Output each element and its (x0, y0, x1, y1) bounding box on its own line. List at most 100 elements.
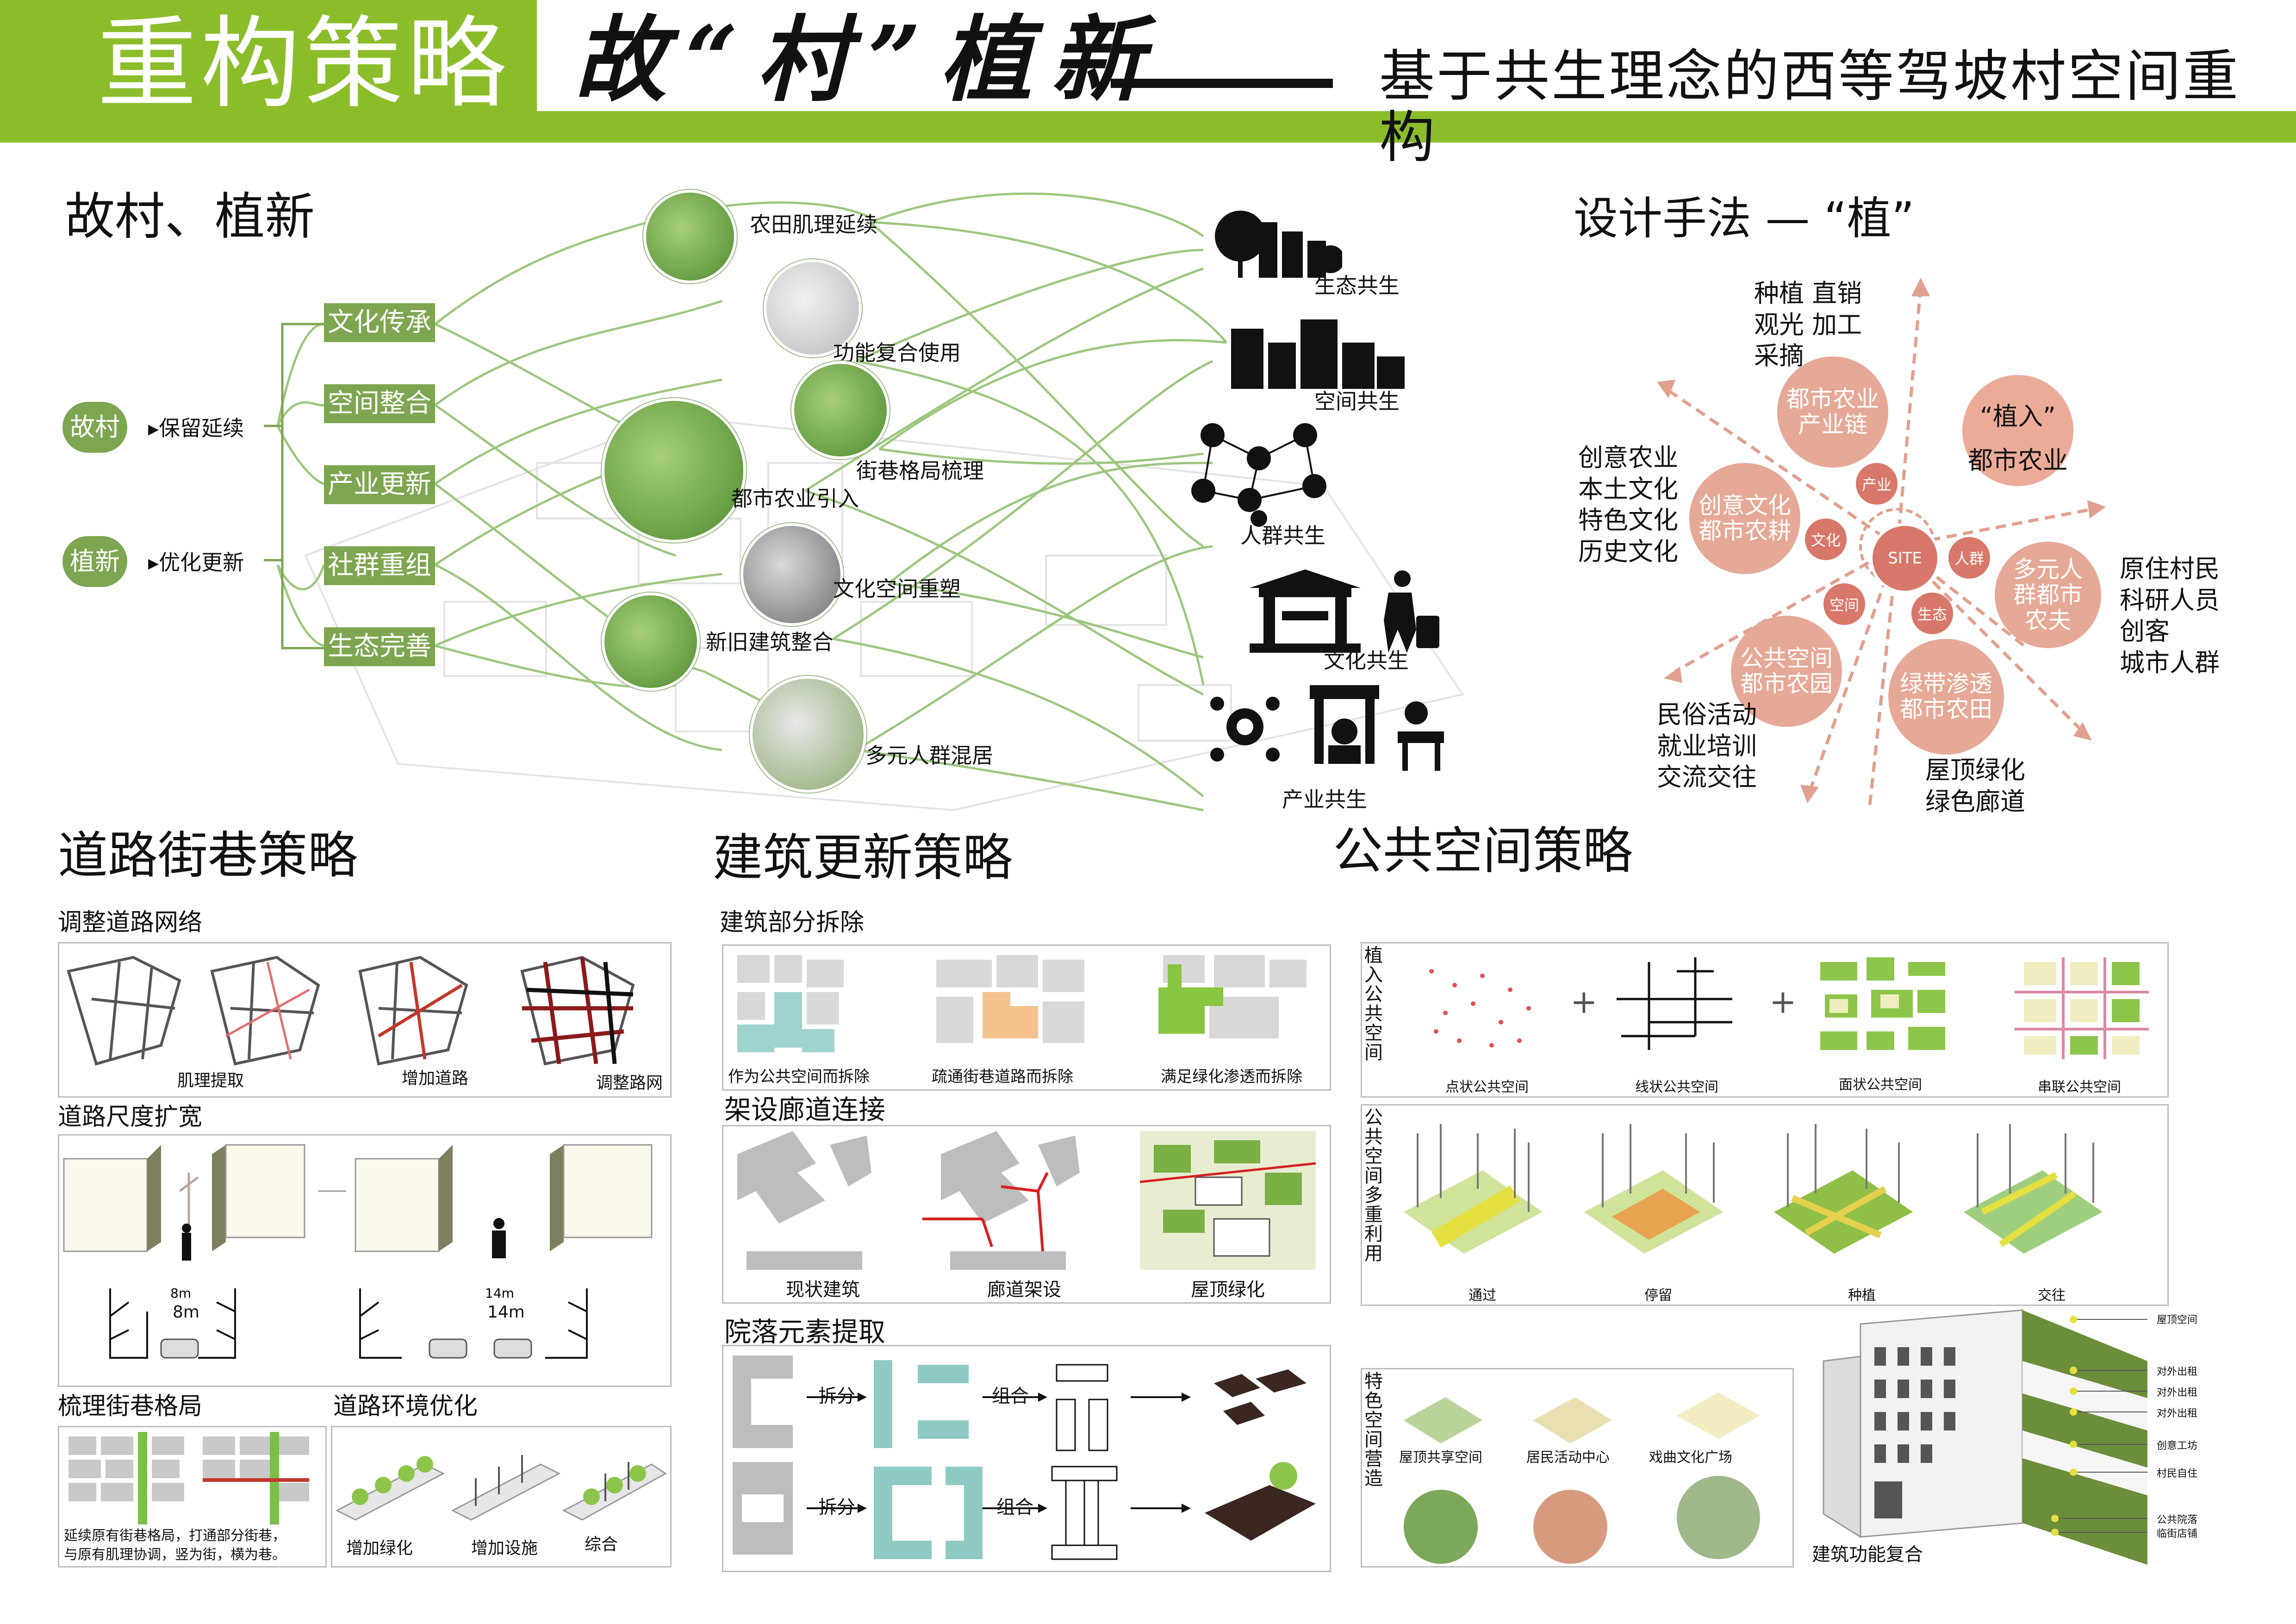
corridor-panel: 现状建筑 廊道架设 屋顶绿化 (722, 1125, 1331, 1304)
caption-point: 点状公共空间 (1445, 1079, 1529, 1095)
label-retain: ▸保留延续 (148, 416, 244, 441)
building-caption: 建筑功能复合 (1812, 1544, 1923, 1565)
caption-existing: 现状建筑 (786, 1279, 860, 1300)
inner-culture: 文化 (1805, 518, 1847, 560)
caption-stay: 停留 (1644, 1287, 1672, 1304)
label-mixed-use: 功能复合使用 (833, 340, 961, 365)
space-icon (1231, 319, 1405, 389)
label-culture-space: 文化空间重塑 (833, 576, 961, 601)
side-special: 特色空间营造 (1364, 1371, 1383, 1489)
label-optimize: ▸优化更新 (148, 550, 244, 575)
arrow-split-2: 拆分 (818, 1497, 855, 1518)
inner-ecology: 生态 (1911, 593, 1953, 634)
caption-series: 串联公共空间 (2038, 1079, 2121, 1095)
arrow-combine-1: 组合 (992, 1386, 1029, 1407)
arrow-split-1: 拆分 (818, 1386, 855, 1407)
label-industry: 产业共生 (1282, 787, 1367, 812)
caption-add-road: 增加道路 (402, 1069, 469, 1088)
bl-shop: 临街店铺 (2157, 1528, 2198, 1540)
textgroup-culture: 创意农业本土文化特色文化历史文化 (1578, 443, 1678, 566)
roads-sub4: 道路环境优化 (333, 1393, 478, 1420)
label-street: 街巷格局梳理 (856, 458, 984, 483)
public-row1-panel: 植入公共空间 + + 点状公共空间 线状公共空间 面状公共空间 串联公共空间 (1361, 942, 2169, 1098)
plant-in-title: “植入” (1980, 402, 2056, 431)
pill-ecology: 生态完善 (324, 627, 435, 666)
caption-add-facility: 增加设施 (471, 1539, 538, 1558)
industry-icon (1210, 685, 1444, 771)
circle-culture-space (740, 523, 843, 626)
plant-in-sub: 都市农业 (1968, 446, 2068, 475)
caption-roof-green: 屋顶绿化 (1191, 1279, 1265, 1300)
public-title: 公共空间策略 (1333, 822, 1633, 880)
textgroup-agri: 种植 直销观光 加工采摘 (1754, 279, 1862, 370)
width-14m: 14m (487, 1303, 525, 1322)
section2-title: 设计手法 — “植” (1574, 193, 1915, 244)
caption-add-green: 增加绿化 (346, 1539, 413, 1558)
bl-courtyard: 公共院落 (2157, 1514, 2198, 1526)
bl-roof: 屋顶空间 (2157, 1314, 2198, 1326)
pill-industry: 产业更新 (324, 465, 435, 504)
page-title: 重构策略 (97, 6, 510, 122)
pill-community: 社群重组 (324, 546, 435, 585)
caption-demolish-public: 作为公共空间而拆除 (728, 1068, 870, 1086)
bubble-greenbelt: 绿带渗透都市农田 (1888, 639, 2004, 755)
roads-grid-panel: 延续原有街巷格局，打通部分街巷，与原有肌理协调，竖为街，横为巷。 (58, 1426, 327, 1568)
textgroup-people: 原住村民科研人员创客城市人群 (2120, 554, 2220, 677)
bubble-public-garden: 公共空间都市农园 (1731, 616, 1842, 727)
grid-desc: 延续原有街巷格局，打通部分街巷，与原有肌理协调，竖为街，横为巷。 (64, 1528, 286, 1563)
buildings-title: 建筑更新策略 (713, 829, 1013, 887)
site-circle: SITE (1870, 523, 1940, 593)
circle-old-new (602, 593, 700, 691)
caption-adjust: 调整路网 (596, 1074, 663, 1093)
bubble-creative: 创意文化都市农耕 (1689, 463, 1800, 574)
caption-activity: 居民活动中心 (1526, 1449, 1610, 1466)
inner-people: 人群 (1948, 537, 1990, 579)
buildings-sub3: 院落元素提取 (724, 1316, 886, 1348)
side-insert: 植入公共空间 (1364, 945, 1383, 1063)
circle-mixed-crowd (750, 676, 866, 793)
bl-rent1: 对外出租 (2157, 1366, 2198, 1378)
buildings-sub1: 建筑部分拆除 (720, 909, 865, 937)
caption-demolish-street: 疏通街巷道路而拆除 (932, 1068, 1073, 1086)
caption-demolish-green: 满足绿化渗透而拆除 (1161, 1068, 1302, 1086)
caption-texture: 肌理提取 (177, 1071, 244, 1090)
demolish-panel: 作为公共空间而拆除 疏通街巷道路而拆除 满足绿化渗透而拆除 (722, 944, 1331, 1091)
label-people: 人群共生 (1240, 523, 1325, 548)
label-culture: 文化共生 (1324, 648, 1409, 673)
circle-farmland (643, 190, 737, 283)
bubble-mixed-people: 多元人群都市农夫 (1995, 542, 2101, 648)
label-farmland: 农田肌理延续 (750, 212, 877, 237)
tag-old-village: 故村 (62, 402, 127, 453)
public-row2-panel: 公共空间多重利用 通过 停留 种植 交往 (1361, 1104, 2169, 1306)
caption-plane: 面状公共空间 (1839, 1077, 1922, 1093)
bubble-agri-chain: 都市农业产业链 (1777, 356, 1888, 468)
roads-env-panel: 增加绿化 增加设施 综合 (331, 1426, 672, 1568)
caption-line: 线状公共空间 (1635, 1079, 1718, 1095)
culture-icon (1250, 569, 1439, 653)
svg-text:14m: 14m (485, 1286, 514, 1301)
arrow-combine-2: 组合 (996, 1497, 1033, 1518)
pill-bracket (264, 323, 324, 650)
caption-roof-share: 屋顶共享空间 (1399, 1449, 1482, 1466)
bl-rent3: 对外出租 (2157, 1408, 2198, 1419)
roads-network-panel: 肌理提取 增加道路 调整路网 (58, 942, 672, 1098)
label-space: 空间共生 (1314, 389, 1400, 414)
header-white-band (537, 0, 2296, 111)
svg-text:+: + (1769, 983, 1797, 1021)
caption-corridor: 廊道架设 (987, 1279, 1061, 1300)
inner-industry: 产业 (1856, 463, 1898, 505)
page-subtitle: 基于共生理念的西等驾坡村空间重构 (1379, 44, 2240, 170)
roads-sub2: 道路尺度扩宽 (58, 1103, 203, 1131)
svg-text:+: + (1570, 983, 1598, 1021)
caption-opera: 戏曲文化广场 (1649, 1449, 1732, 1466)
side-multi-use: 公共空间多重利用 (1364, 1107, 1383, 1264)
roads-width-panel: 8m 14m 8m 14m (58, 1134, 672, 1387)
calligraphy-title: 故“村”植新 (574, 6, 1162, 114)
caption-social: 交往 (2038, 1287, 2066, 1304)
bl-studio: 创意工坊 (2157, 1440, 2198, 1452)
roads-title: 道路街巷策略 (58, 827, 358, 885)
label-urban-agri: 都市农业引入 (731, 486, 859, 511)
title-dash (1111, 79, 1333, 88)
svg-text:8m: 8m (170, 1286, 191, 1301)
courtyard-panel: 拆分 组合 拆分 组合 (722, 1345, 1331, 1572)
